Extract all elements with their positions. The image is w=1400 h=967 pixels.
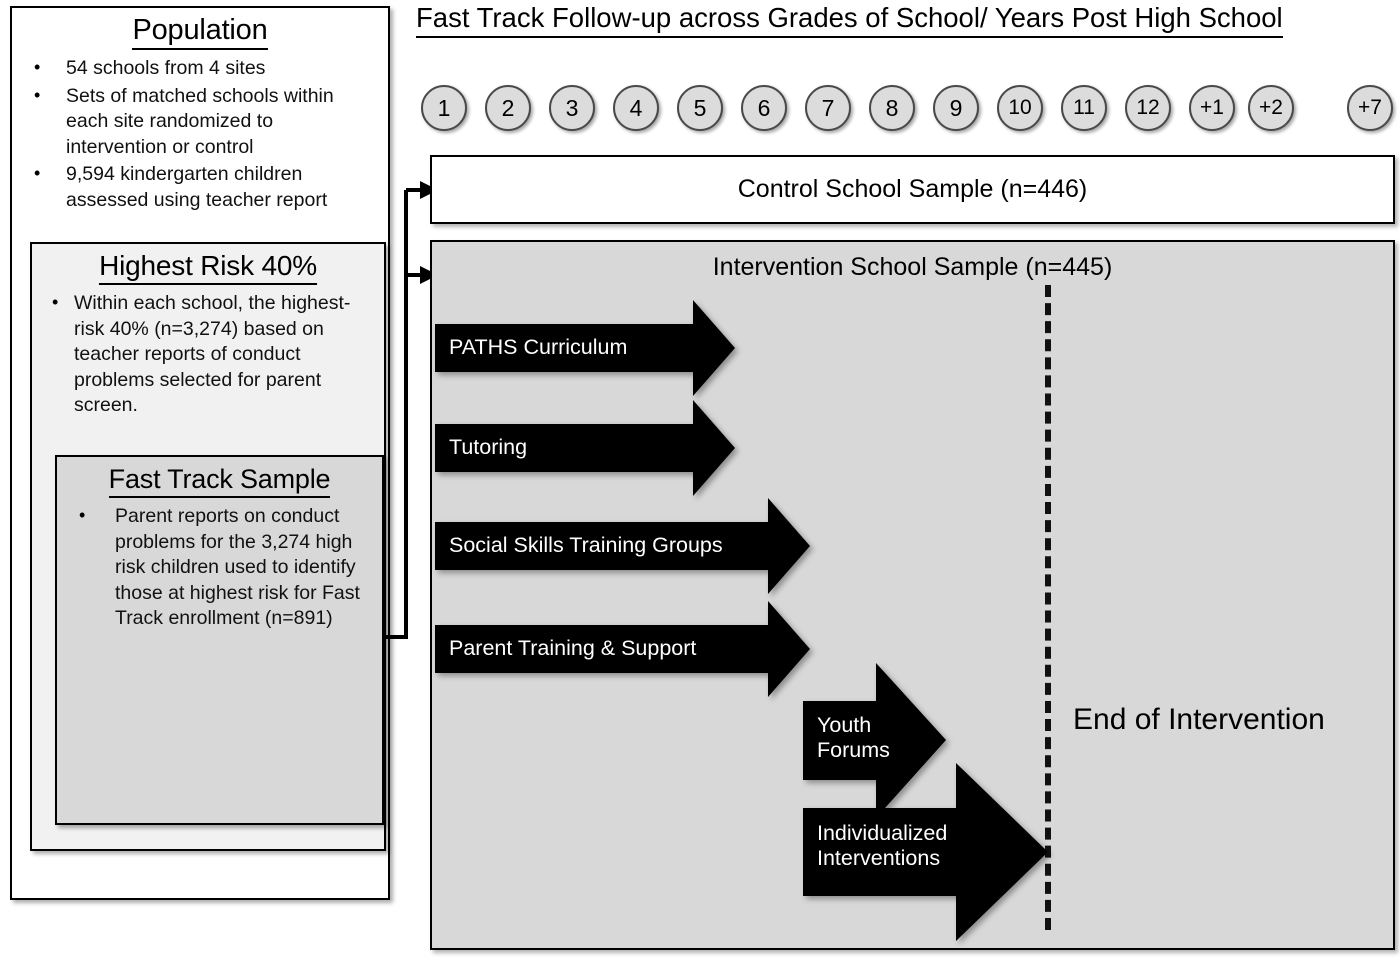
list-item: 54 schools from 4 sites	[20, 55, 378, 82]
fast-track-sample-box: Fast Track Sample Parent reports on cond…	[55, 455, 384, 825]
grade-circle-plus1[interactable]: +1	[1189, 85, 1235, 131]
list-item: Within each school, the highest-risk 40%…	[40, 290, 374, 419]
grade-circle-6[interactable]: 6	[741, 85, 787, 131]
intervention-arrow-tutoring: Tutoring	[435, 400, 735, 496]
grade-circle-plus7[interactable]: +7	[1347, 85, 1393, 131]
highest-risk-title: Highest Risk 40%	[32, 244, 384, 285]
grade-circle-3[interactable]: 3	[549, 85, 595, 131]
grade-circle-10[interactable]: 10	[997, 85, 1043, 131]
intervention-arrow-social-skills: Social Skills Training Groups	[435, 498, 810, 594]
grade-circle-12[interactable]: 12	[1125, 85, 1171, 131]
grade-circle-9[interactable]: 9	[933, 85, 979, 131]
connector-arrows	[384, 181, 438, 639]
control-sample-label: Control School Sample (n=446)	[737, 175, 1088, 203]
grade-circle-plus2[interactable]: +2	[1248, 85, 1294, 131]
list-item: Parent reports on conduct problems for t…	[65, 503, 372, 632]
intervention-arrow-youth-forums: Youth Forums	[803, 663, 946, 818]
arrow-label: Parent Training & Support	[449, 636, 697, 660]
grade-circle-8[interactable]: 8	[869, 85, 915, 131]
fast-track-bullet-list: Parent reports on conduct problems for t…	[57, 503, 382, 632]
arrow-label: PATHS Curriculum	[449, 335, 628, 359]
end-of-intervention-label: End of Intervention	[1073, 703, 1325, 736]
grade-circle-7[interactable]: 7	[805, 85, 851, 131]
arrow-label: Youth Forums	[817, 713, 890, 762]
intervention-arrow-individualized: Individualized Interventions	[803, 763, 1048, 941]
arrow-label: Tutoring	[449, 435, 528, 459]
highest-risk-bullet-list: Within each school, the highest-risk 40%…	[32, 290, 384, 419]
grade-circle-4[interactable]: 4	[613, 85, 659, 131]
intervention-arrow-parent-training: Parent Training & Support	[435, 601, 810, 697]
fast-track-title: Fast Track Sample	[57, 457, 382, 498]
intervention-sample-label: Intervention School Sample (n=445)	[712, 253, 1113, 281]
list-item: 9,594 kindergarten children assessed usi…	[20, 161, 378, 213]
grade-circle-1[interactable]: 1	[421, 85, 467, 131]
page-title: Fast Track Follow-up across Grades of Sc…	[416, 2, 1283, 38]
control-school-sample-box: Control School Sample (n=446)	[430, 155, 1395, 224]
grade-circle-2[interactable]: 2	[485, 85, 531, 131]
intervention-arrow-paths-curriculum: PATHS Curriculum	[435, 300, 735, 396]
population-title: Population	[12, 8, 388, 50]
arrow-label: Social Skills Training Groups	[449, 533, 723, 557]
list-item: Sets of matched schools within each site…	[20, 83, 378, 161]
arrow-label: Individualized Interventions	[817, 821, 948, 870]
end-of-intervention-divider	[1045, 285, 1051, 930]
population-bullet-list: 54 schools from 4 sites Sets of matched …	[12, 55, 388, 213]
grade-circle-11[interactable]: 11	[1061, 85, 1107, 131]
grade-circle-5[interactable]: 5	[677, 85, 723, 131]
